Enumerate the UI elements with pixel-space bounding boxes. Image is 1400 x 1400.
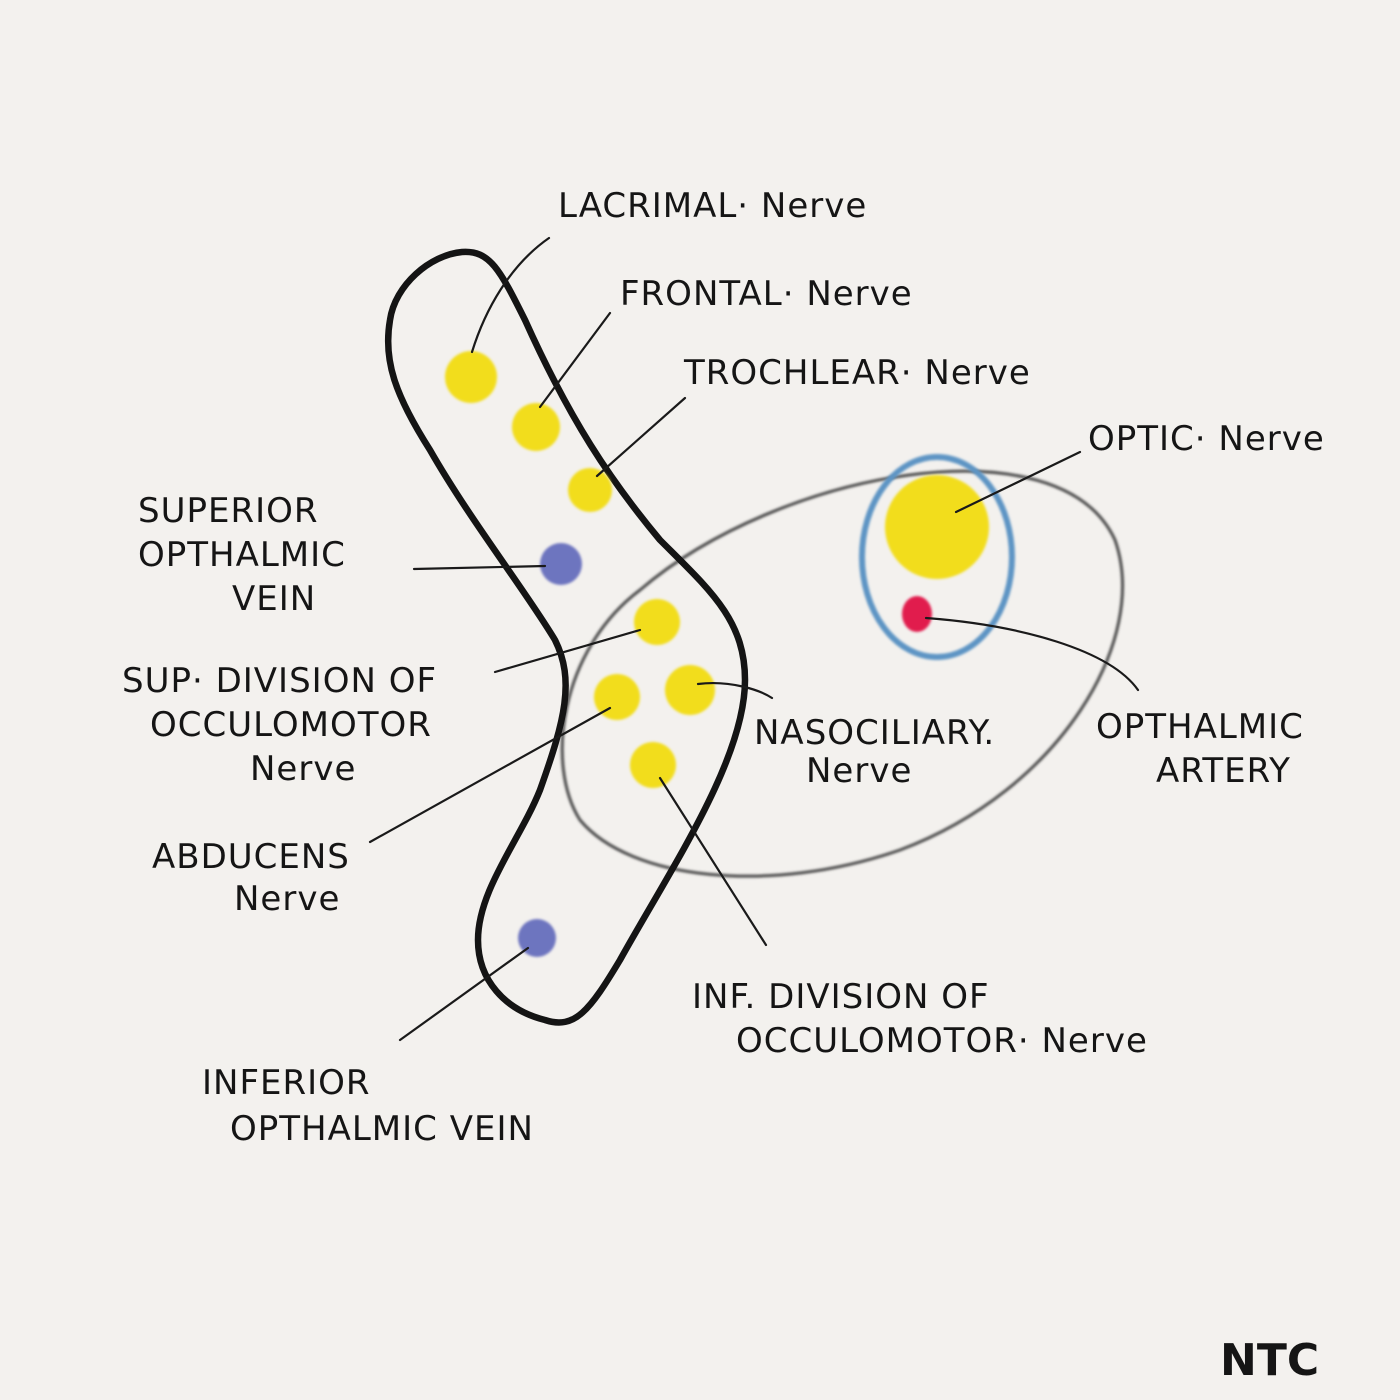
inf-division-oculomotor-label: INF. DIVISION OF OCCULOMOTOR· Nerve xyxy=(692,977,1148,1061)
trochlear-leader xyxy=(595,396,687,478)
trochlear-nerve-dot xyxy=(568,468,612,512)
sup-division-leader xyxy=(493,628,642,674)
inf-division-leader xyxy=(658,776,768,947)
optic-nerve-label: OPTIC· Nerve xyxy=(1088,419,1325,459)
frontal-nerve-label: FRONTAL· Nerve xyxy=(620,274,913,314)
lacrimal-leader xyxy=(470,236,551,354)
ophthalmic-artery-label: OPTHALMIC ARTERY xyxy=(1096,707,1316,791)
inferior-ophthalmic-vein-label: INFERIOR OPTHALMIC VEIN xyxy=(202,1063,534,1149)
optic-canal-sheath xyxy=(859,454,1015,660)
abducens-leader xyxy=(368,706,612,844)
optic-nerve-dot xyxy=(885,475,989,579)
abducens-nerve-dot xyxy=(594,674,640,720)
nasociliary-nerve-dot xyxy=(665,665,715,715)
nasociliary-nerve-label: NASOCILIARY. Nerve xyxy=(754,713,1007,791)
abducens-nerve-label: ABDUCENS Nerve xyxy=(152,837,362,919)
ophthalmic-artery-dot xyxy=(902,596,932,632)
superior-ophthalmic-vein-dot xyxy=(540,543,582,585)
superior-ophthalmic-vein-label: SUPERIOR OPTHALMIC VEIN xyxy=(138,491,358,619)
lacrimal-nerve-dot xyxy=(445,351,497,403)
sup-division-oculomotor-dot xyxy=(634,599,680,645)
frontal-nerve-dot xyxy=(512,403,560,451)
inf-division-oculomotor-dot xyxy=(630,742,676,788)
nasociliary-leader xyxy=(696,682,774,700)
trochlear-nerve-label: TROCHLEAR· Nerve xyxy=(683,353,1031,393)
artery-leader xyxy=(924,616,1140,692)
inferior-vein-leader xyxy=(398,946,530,1042)
signature-label: NTC xyxy=(1220,1335,1319,1386)
superior-vein-leader xyxy=(412,564,547,571)
lacrimal-nerve-label: LACRIMAL· Nerve xyxy=(558,186,867,226)
frontal-leader xyxy=(538,311,612,409)
superior-orbital-fissure xyxy=(384,248,749,1026)
tendinous-ring xyxy=(560,469,1124,878)
optic-leader xyxy=(954,450,1082,514)
sup-division-oculomotor-label: SUP· DIVISION OF OCCULOMOTOR Nerve xyxy=(122,661,449,789)
